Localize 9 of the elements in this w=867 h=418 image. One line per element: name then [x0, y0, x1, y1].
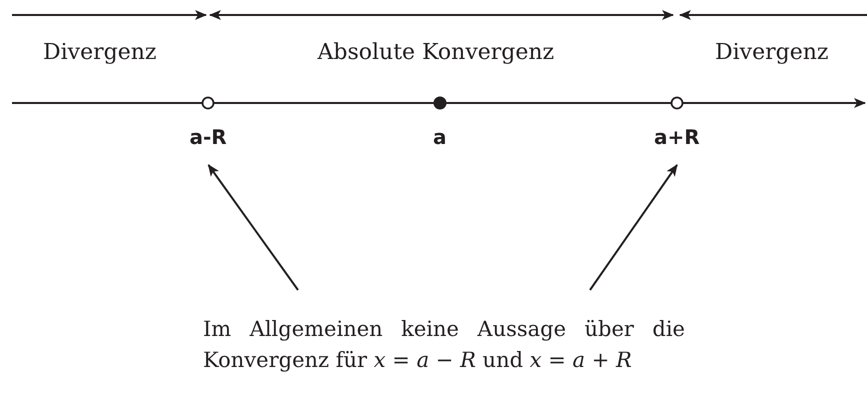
region-label: Divergenz — [715, 39, 829, 67]
region-label: Divergenz — [43, 39, 157, 67]
point-label: a-R — [190, 125, 227, 149]
point-label: a — [433, 125, 446, 149]
region-label: Absolute Konvergenz — [318, 39, 554, 67]
arrow — [589, 164, 678, 291]
arrow — [208, 164, 299, 291]
point-label: a+R — [654, 125, 700, 149]
note-text: Im Allgemeinen keine Aussage über die Konvergenz für x = a − R und x = a + R — [203, 314, 685, 376]
